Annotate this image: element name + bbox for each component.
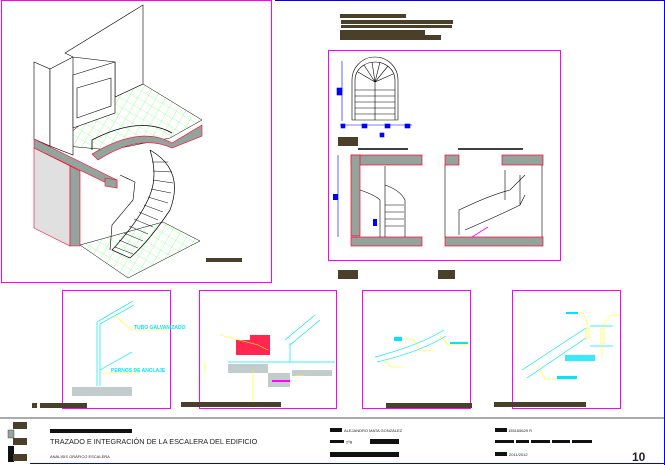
lower-floor xyxy=(79,221,201,279)
redacted-section-a-label xyxy=(338,270,358,279)
school-logo xyxy=(7,422,27,462)
group: 2ºB xyxy=(346,440,353,445)
redacted-plan-label xyxy=(338,137,358,146)
student-id: 155165629 R xyxy=(508,428,532,433)
detail-handrail-anchor: TUBO GALVANIZADO PERNOS DE ANCLAJE xyxy=(32,290,186,409)
sheet-title: TRAZADO E INTEGRACIÓN DE LA ESCALERA DEL… xyxy=(50,437,258,446)
anchor-label: PERNOS DE ANCLAJE xyxy=(111,368,166,374)
iso-frame xyxy=(1,0,272,283)
stair-plan xyxy=(351,56,399,121)
sheet-subtitle: ANÁLISIS GRÁFICO ESCALERA xyxy=(50,454,110,459)
tube-label: TUBO GALVANIZADO xyxy=(134,325,186,331)
window xyxy=(76,77,112,119)
detail-stair-base xyxy=(181,290,337,409)
title-block: TRAZADO E INTEGRACIÓN DE LA ESCALERA DEL… xyxy=(0,417,665,464)
handrail xyxy=(91,125,173,150)
isometric-view xyxy=(1,0,272,283)
plan-and-sections xyxy=(328,50,561,279)
author-name: ALEJANDRO MATA GONZÁLEZ xyxy=(344,428,403,433)
plan-dimensions xyxy=(336,61,412,138)
redacted-label xyxy=(206,258,242,262)
landing-slab xyxy=(91,124,203,161)
spiral-stair xyxy=(111,149,175,259)
academic-year: 2011/2012 xyxy=(509,452,528,457)
redacted-header xyxy=(340,14,453,40)
detail-handrail-top xyxy=(494,290,621,409)
sheet-number: 10 xyxy=(632,450,646,464)
inner-wall xyxy=(109,174,136,251)
section-b xyxy=(444,148,544,247)
section-a xyxy=(333,148,423,247)
detail-handrail-joint xyxy=(362,290,472,409)
redacted-section-b-label xyxy=(438,270,455,279)
